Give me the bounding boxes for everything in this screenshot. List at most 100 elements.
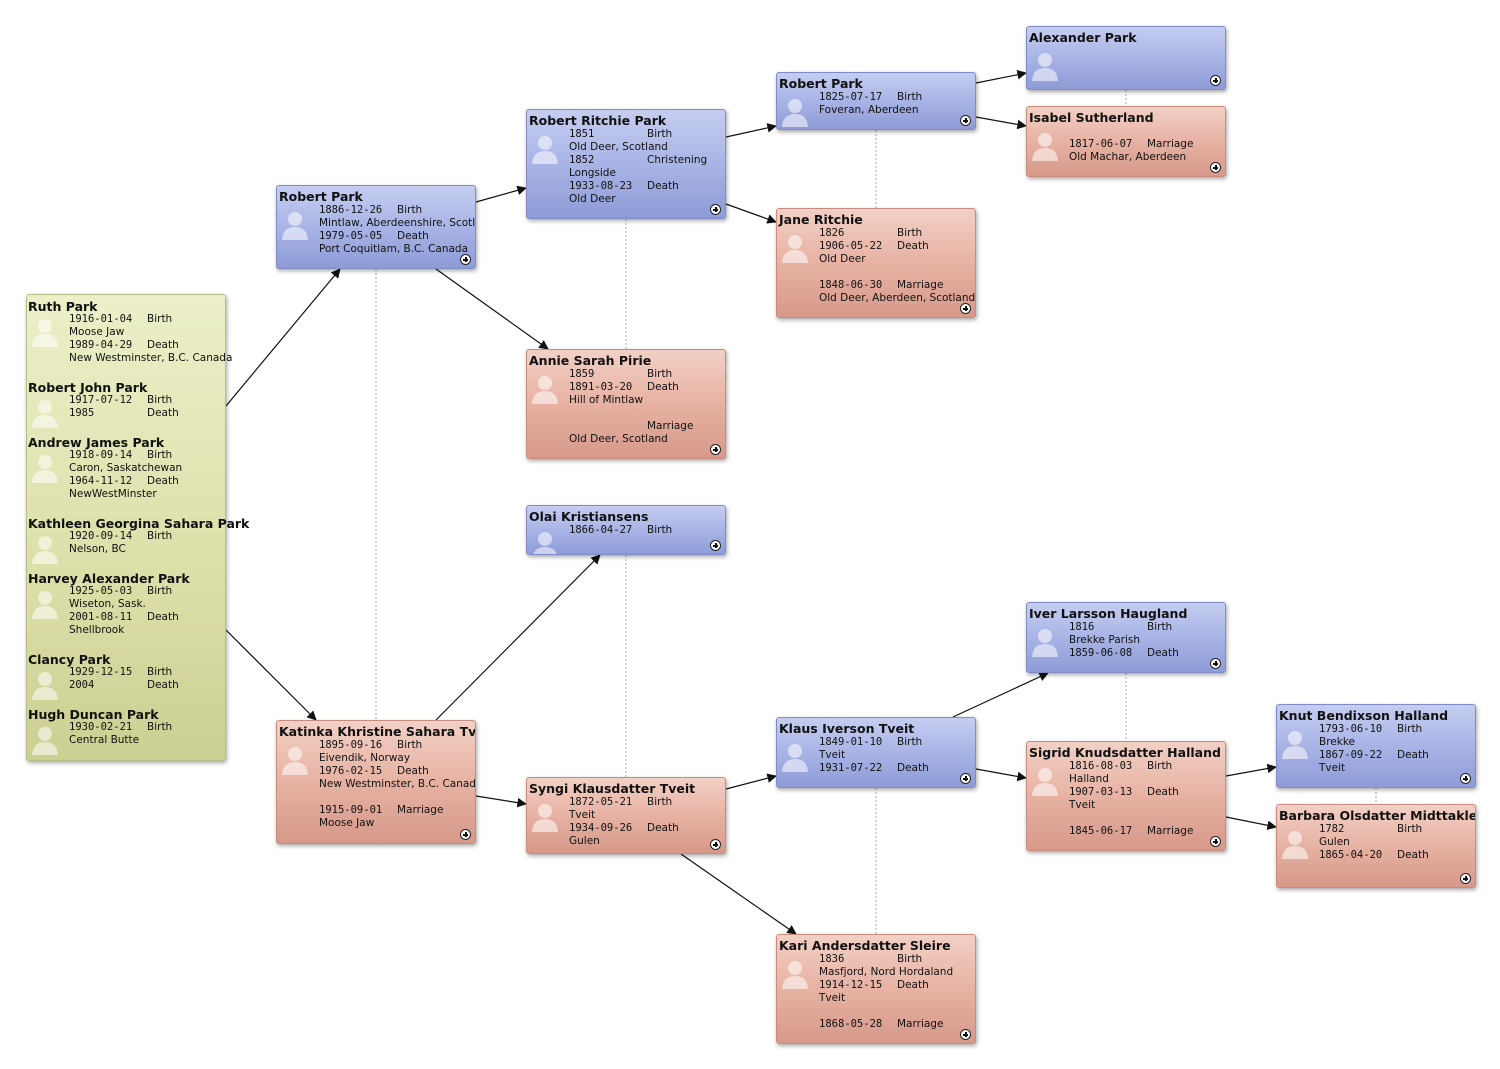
fact-row: Marriage (569, 420, 693, 433)
fact-place: Shellbrook (69, 624, 125, 636)
parent-arrow (475, 795, 527, 808)
parent-arrow (975, 768, 1027, 782)
person-name[interactable]: Katinka Khristine Sahara Tveit (279, 724, 476, 739)
person-name[interactable]: Robert Ritchie Park (529, 113, 667, 128)
person-silhouette-icon (31, 589, 59, 619)
fact-date: 1886-12-26 (319, 204, 383, 216)
person-name[interactable]: Sigrid Knudsdatter Halland (1029, 745, 1221, 760)
fact-date: 1915-09-01 (319, 804, 383, 816)
fact-type: Birth (397, 739, 423, 751)
person-name[interactable]: Robert Park (779, 76, 863, 91)
child-name[interactable]: Hugh Duncan Park (28, 707, 159, 722)
person-name[interactable]: Jane Ritchie (779, 212, 863, 227)
expand-plus-icon[interactable] (710, 204, 721, 215)
expand-plus-icon[interactable] (1210, 75, 1221, 86)
expand-plus-icon[interactable] (710, 839, 721, 850)
child-name[interactable]: Harvey Alexander Park (28, 571, 190, 586)
fact-place: Old Deer (569, 193, 616, 205)
parent-arrow (975, 116, 1027, 130)
expand-plus-icon[interactable] (460, 254, 471, 265)
expand-plus-icon[interactable] (960, 1029, 971, 1040)
person-name[interactable]: Isabel Sutherland (1029, 110, 1154, 125)
expand-plus-icon[interactable] (1210, 836, 1221, 847)
fact-spacer (819, 1005, 953, 1018)
person-silhouette-icon (531, 374, 559, 404)
parent-arrow (725, 123, 777, 138)
fact-date: 1849-01-10 (819, 736, 883, 748)
person-name[interactable]: Iver Larsson Haugland (1029, 606, 1188, 621)
person-name[interactable]: Olai Kristiansens (529, 509, 649, 524)
person-card-alexander[interactable]: Alexander Park (1026, 26, 1226, 90)
fact-date: 2001-08-11 (69, 611, 133, 623)
expand-plus-icon[interactable] (1460, 873, 1471, 884)
fact-date: 1934-09-26 (569, 822, 633, 834)
person-name[interactable]: Kari Andersdatter Sleire (779, 938, 951, 953)
fact-type: Marriage (647, 420, 694, 432)
person-name[interactable]: Robert Park (279, 189, 363, 204)
expand-plus-icon[interactable] (710, 540, 721, 551)
expand-plus-icon[interactable] (1460, 773, 1471, 784)
expand-plus-icon[interactable] (960, 303, 971, 314)
child-name[interactable]: Kathleen Georgina Sahara Park (28, 516, 250, 531)
person-silhouette-icon (781, 959, 809, 989)
fact-type: Death (1147, 647, 1179, 659)
fact-place: Gulen (1319, 836, 1350, 848)
person-name[interactable]: Alexander Park (1029, 30, 1137, 45)
person-silhouette-icon (31, 534, 59, 564)
child-name[interactable]: Robert John Park (28, 380, 148, 395)
expand-plus-icon[interactable] (960, 773, 971, 784)
fact-place: Brekke (1319, 736, 1355, 748)
person-name[interactable]: Barbara Olsdatter Midttakle (1279, 808, 1476, 823)
fact-type: Birth (147, 530, 173, 542)
person-silhouette-icon (1031, 766, 1059, 796)
expand-plus-icon[interactable] (710, 444, 721, 455)
child-name[interactable]: Ruth Park (28, 299, 98, 314)
fact-date: 1917-07-12 (69, 394, 133, 406)
person-name[interactable]: Knut Bendixson Halland (1279, 708, 1449, 723)
person-silhouette-icon (531, 802, 559, 832)
child-name[interactable]: Andrew James Park (28, 435, 165, 450)
fact-date: 1868-05-28 (819, 1018, 883, 1030)
fact-type: Death (897, 762, 929, 774)
person-name[interactable]: Klaus Iverson Tveit (779, 721, 915, 736)
fact-type: Birth (397, 204, 423, 216)
person-name[interactable]: Annie Sarah Pirie (529, 353, 652, 368)
fact-type: Birth (897, 91, 923, 103)
child-name[interactable]: Clancy Park (28, 652, 111, 667)
expand-plus-icon[interactable] (1210, 658, 1221, 669)
expand-plus-icon[interactable] (960, 115, 971, 126)
fact-spacer (319, 791, 475, 804)
expand-plus-icon[interactable] (460, 829, 471, 840)
person-name[interactable]: Syngi Klausdatter Tveit (529, 781, 696, 796)
expand-plus-icon[interactable] (1210, 162, 1221, 173)
fact-type: Death (147, 339, 179, 351)
person-silhouette-icon (281, 745, 309, 775)
